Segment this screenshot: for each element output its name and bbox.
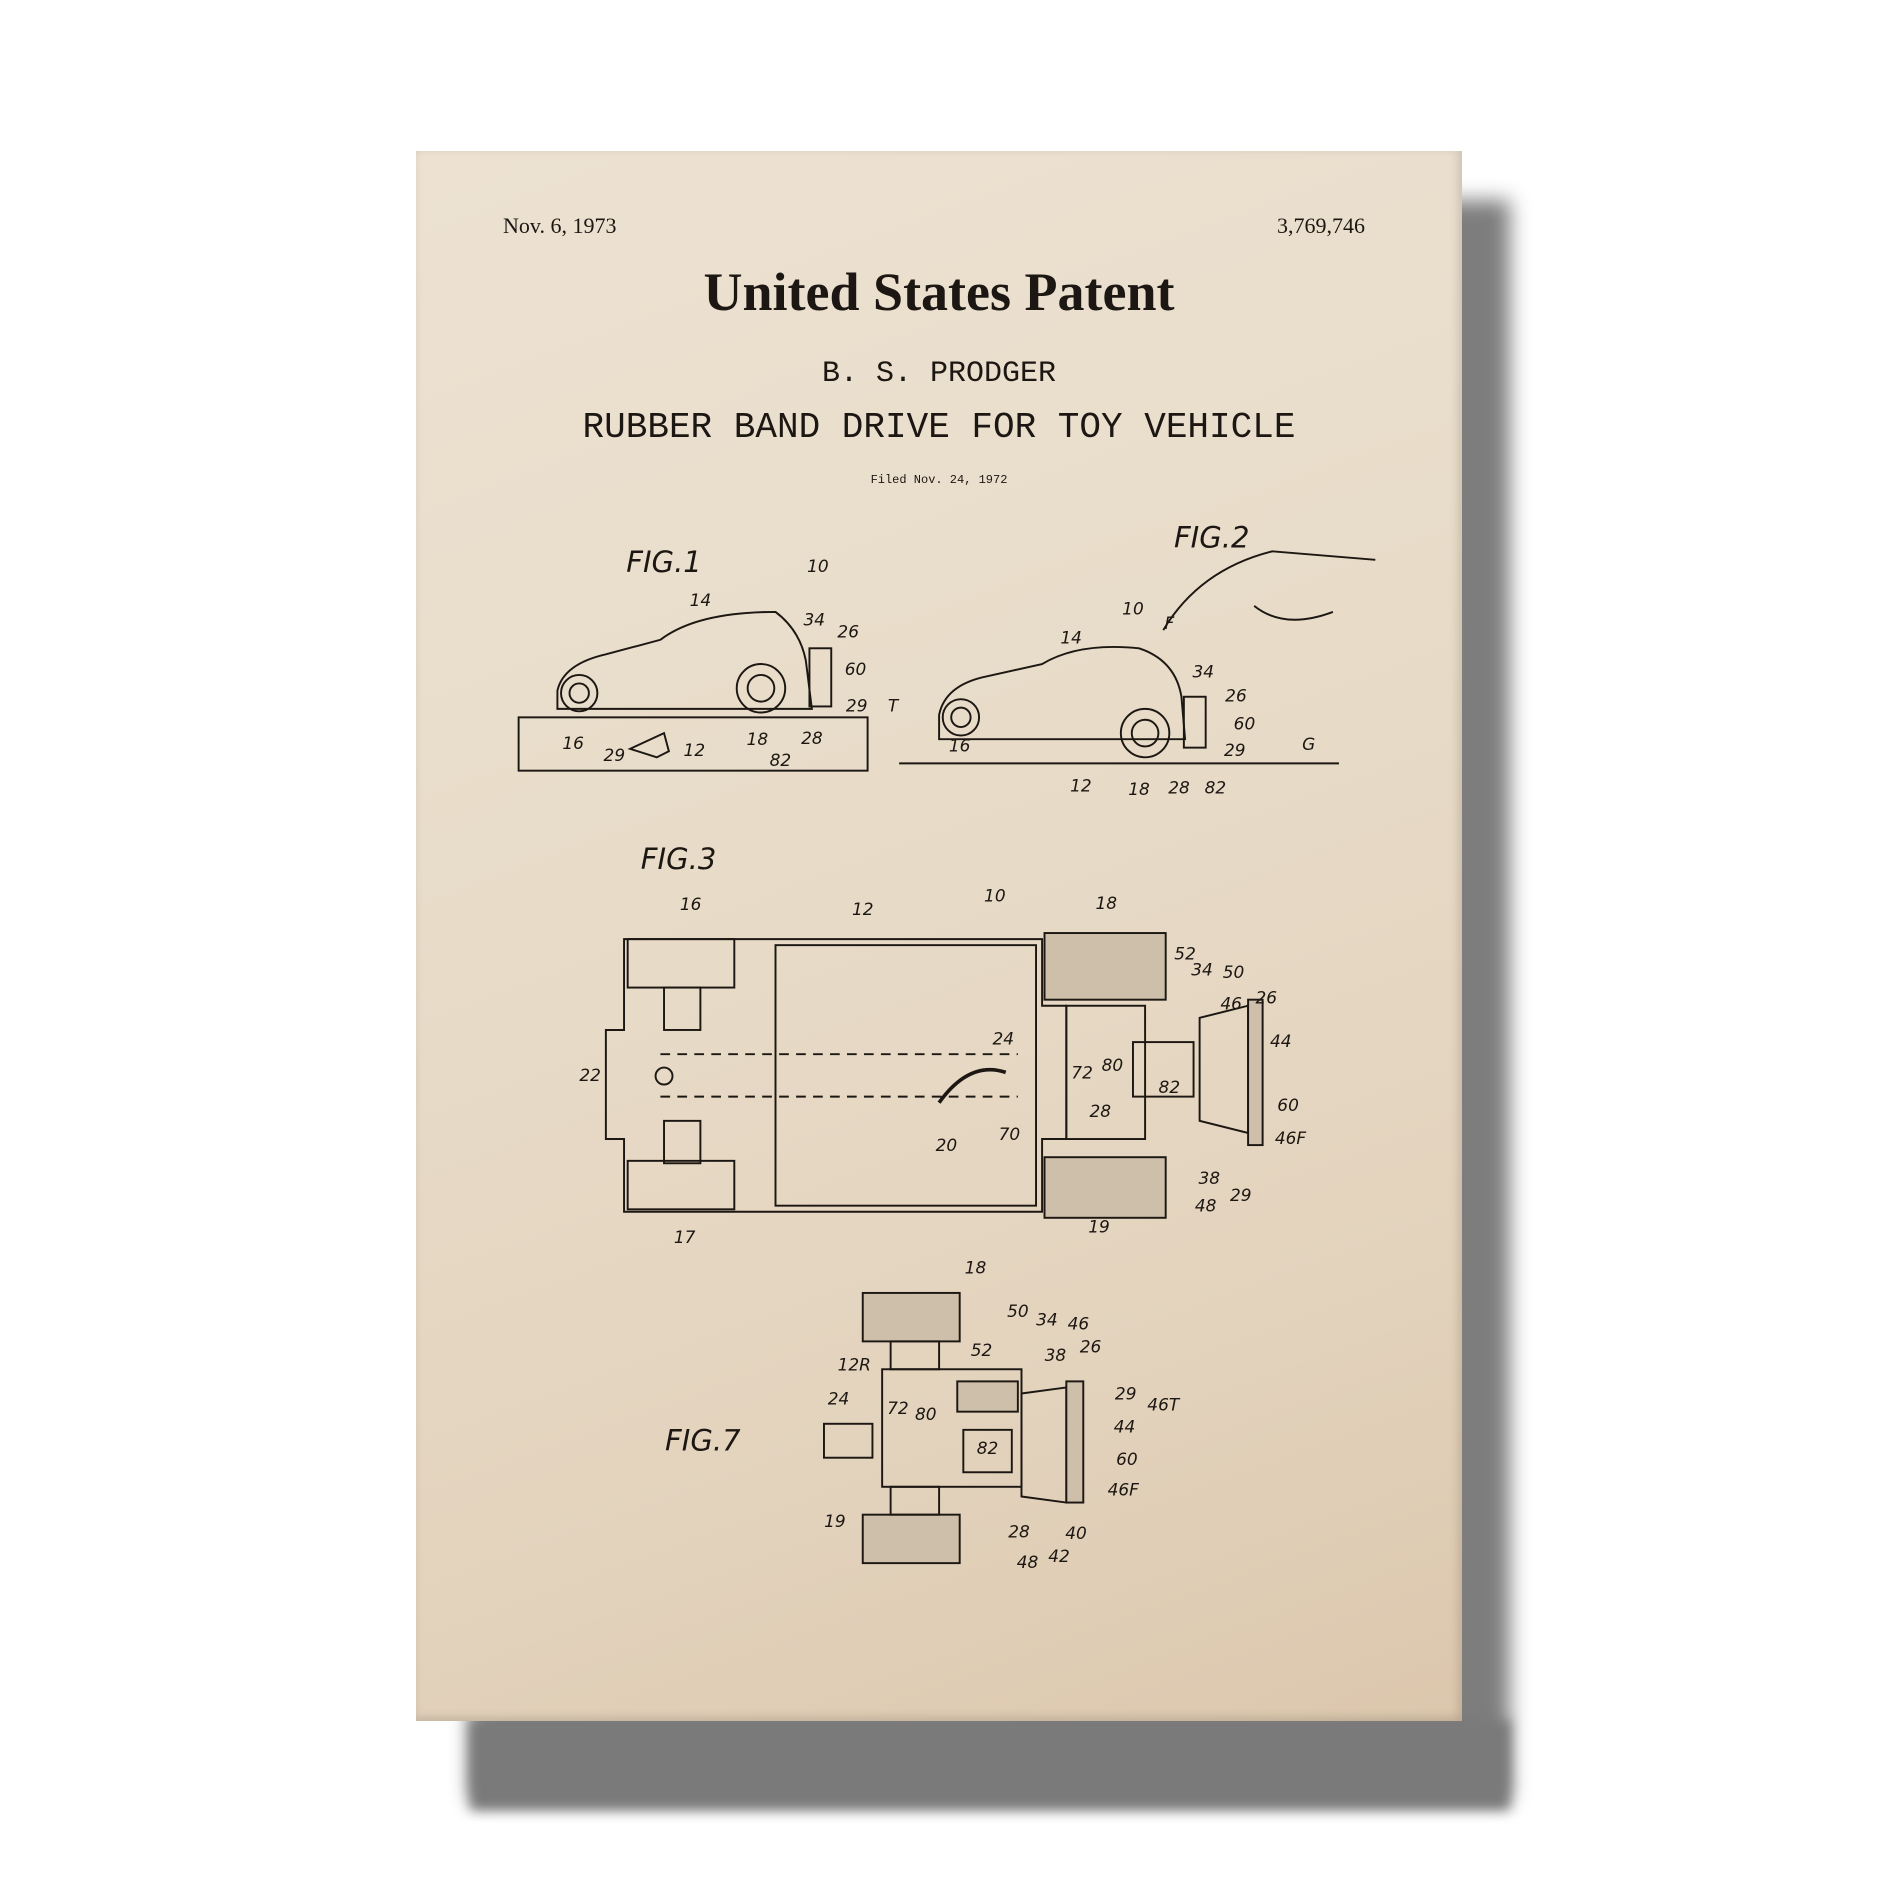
- reference-numeral: 82: [1205, 778, 1227, 798]
- patent-title: United States Patent: [703, 262, 1175, 322]
- reference-numeral: 17: [674, 1227, 696, 1247]
- reference-numeral: 10: [1122, 598, 1144, 618]
- reference-numeral: 16: [562, 733, 584, 753]
- reference-numeral: F: [1164, 613, 1174, 633]
- figure-label: FIG.3: [641, 842, 717, 876]
- reference-numeral: 24: [993, 1029, 1015, 1049]
- reference-numeral: 10: [984, 886, 1006, 906]
- figure-3-drawing: [604, 932, 1264, 1219]
- reference-numeral: 14: [690, 590, 712, 610]
- reference-numeral: 52: [971, 1340, 993, 1360]
- reference-numeral: 29: [1115, 1384, 1137, 1404]
- reference-numeral: 46F: [1275, 1128, 1307, 1148]
- reference-numeral: 18: [747, 729, 769, 749]
- reference-numeral: 20: [936, 1135, 958, 1155]
- reference-numeral: G: [1302, 734, 1315, 754]
- reference-numeral: 38: [1045, 1345, 1067, 1365]
- reference-numeral: 40: [1065, 1523, 1087, 1543]
- reference-numeral: 82: [1159, 1077, 1181, 1097]
- reference-numeral: 28: [1089, 1101, 1111, 1121]
- reference-numeral: 26: [1225, 686, 1247, 706]
- reference-numeral: 28: [801, 728, 823, 748]
- reference-numeral: 18: [1096, 893, 1118, 913]
- reference-numeral: 29: [1224, 740, 1246, 760]
- reference-numeral: 46T: [1147, 1394, 1181, 1414]
- reference-numeral: 26: [1080, 1336, 1102, 1356]
- reference-numeral: 82: [977, 1438, 999, 1458]
- reference-numeral: 82: [770, 750, 792, 770]
- reference-numeral: 72: [1071, 1062, 1093, 1082]
- figure-1-drawing: [517, 610, 869, 772]
- reference-numeral: 60: [845, 659, 867, 679]
- reference-numeral: 19: [824, 1511, 846, 1531]
- reference-numeral: T: [888, 695, 900, 715]
- reference-numeral: 44: [1270, 1031, 1292, 1051]
- patent-date: Nov. 6, 1973: [503, 213, 617, 238]
- reference-numeral: 34: [1192, 661, 1214, 681]
- reference-numeral: 48: [1017, 1552, 1039, 1572]
- reference-numeral: 50: [1223, 962, 1245, 982]
- canvas-shadow-bottom: [470, 1720, 1510, 1810]
- reference-numeral: 14: [1060, 627, 1082, 647]
- canvas-print: Nov. 6, 1973 3,769,746 United States Pat…: [416, 151, 1462, 1721]
- reference-numeral: 34: [1036, 1310, 1058, 1330]
- reference-numeral: 26: [837, 621, 859, 641]
- reference-numeral: 48: [1195, 1196, 1217, 1216]
- reference-numeral: 29: [1230, 1185, 1252, 1205]
- reference-numeral: 38: [1199, 1168, 1221, 1188]
- figure-label: FIG.7: [665, 1423, 741, 1457]
- reference-numeral: 72: [887, 1398, 909, 1418]
- reference-numeral: 70: [999, 1124, 1021, 1144]
- reference-numeral: 52: [1174, 944, 1196, 964]
- reference-numeral: 22: [579, 1065, 601, 1085]
- reference-numeral: 46: [1068, 1313, 1090, 1333]
- figure-2-drawing: [899, 550, 1376, 765]
- reference-numeral: 16: [680, 894, 702, 914]
- reference-numeral: 16: [949, 735, 971, 755]
- reference-numeral: 28: [1168, 778, 1190, 798]
- figure-7-drawing: [823, 1291, 1085, 1565]
- reference-numeral: 29: [604, 745, 626, 765]
- invention-title: RUBBER BAND DRIVE FOR TOY VEHICLE: [582, 407, 1296, 448]
- reference-numeral: 18: [1128, 779, 1150, 799]
- reference-numeral: 44: [1114, 1416, 1136, 1436]
- reference-numeral: 60: [1234, 713, 1256, 733]
- reference-numeral: 29: [846, 695, 868, 715]
- reference-numeral: 12: [1070, 775, 1092, 795]
- reference-numeral: 46: [1220, 993, 1242, 1013]
- reference-numeral: 60: [1277, 1095, 1299, 1115]
- reference-numeral: 46F: [1108, 1479, 1140, 1499]
- reference-numeral: 80: [1102, 1055, 1124, 1075]
- figure-label: FIG.2: [1174, 521, 1250, 555]
- reference-numeral: 80: [915, 1404, 937, 1424]
- reference-numeral: 12: [852, 899, 874, 919]
- reference-numeral: 18: [965, 1258, 987, 1278]
- reference-numeral: 26: [1255, 987, 1277, 1007]
- inventor-name: B. S. PRODGER: [821, 357, 1057, 391]
- reference-numeral: 34: [803, 609, 825, 629]
- reference-numeral: 50: [1007, 1301, 1029, 1321]
- reference-numeral: 24: [828, 1388, 850, 1408]
- reference-numeral: 12: [684, 740, 706, 760]
- filed-date: Filed Nov. 24, 1972: [870, 473, 1008, 487]
- reference-numeral: 34: [1191, 959, 1213, 979]
- reference-numeral: 42: [1048, 1546, 1070, 1566]
- figure-label: FIG.1: [626, 545, 702, 579]
- reference-numeral: 19: [1088, 1216, 1110, 1236]
- reference-numeral: 60: [1116, 1449, 1138, 1469]
- reference-numeral: 12R: [838, 1354, 871, 1374]
- reference-numeral: 28: [1008, 1522, 1030, 1542]
- reference-numeral: 10: [807, 556, 829, 576]
- patent-number: 3,769,746: [1277, 213, 1365, 238]
